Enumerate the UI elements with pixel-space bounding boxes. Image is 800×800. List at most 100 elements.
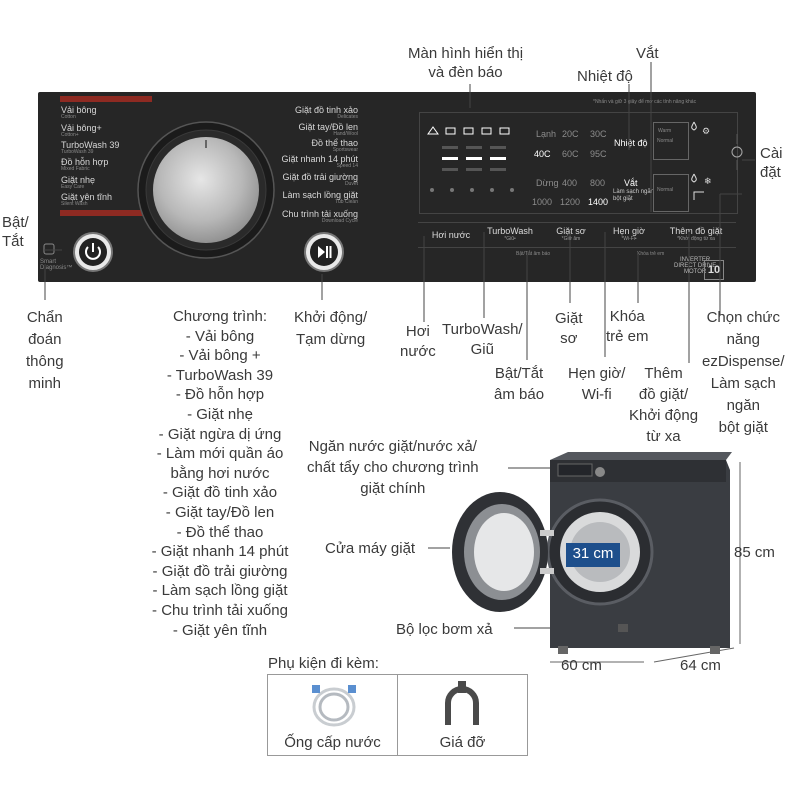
dim-depth: 64 cm [680,657,721,674]
temp-value: 30C [590,129,607,139]
list-item: - Vải bông + [179,347,261,365]
spin-value: 400 [562,178,578,188]
spin-label: Vắt [624,178,638,188]
list-item: - Giặt yên tĩnh [172,621,268,639]
turbowash-button[interactable]: TurboWash*Giũ• [487,226,533,242]
list-item: - Chu trình tải xuống [152,601,288,619]
list-item: - Làm sạch lồng giặt [152,582,288,600]
temp-value-selected: 40C [534,149,551,159]
steam-button[interactable]: Hơi nước [431,230,471,240]
callout-temperature: Nhiệt độ [577,68,633,85]
accessories-title: Phụ kiện đi kèm: [268,655,379,672]
svg-text:⚙: ⚙ [702,127,710,137]
callout-spin-top: Vắt [636,45,659,62]
program-list-title: Chương trình: [172,308,268,325]
spin-value: 800 [590,178,606,188]
dispenser-icons: ⚙ ❄ [691,121,712,200]
list-item: - TurboWash 39 [166,366,274,384]
time-digits [442,146,506,171]
list-item: - Làm mới quần áo [156,445,284,463]
door-dimension-box [566,543,620,567]
display-note: *Nhấn và giữ 3 giây để mở các tính năng … [593,99,697,105]
normal-label: Normal [657,138,674,144]
program-red-strip [60,210,152,216]
list-item: - Vải bông [185,327,255,345]
prewash-button[interactable]: Giặt sơ*Giữ âm [556,226,586,242]
temp-value: 95C [590,149,607,159]
list-item: - Giặt nhẹ [187,405,253,423]
add-item-button[interactable]: Thêm đồ giặt*Khởi động từ xa [669,226,723,242]
child-lock-label: Khóa trẻ em [637,251,665,257]
callout-start-pause: Khởi động/Tạm dừng [294,309,368,348]
program-red-strip [60,96,152,102]
callout-power: Bật/Tắt [2,214,29,250]
list-item: - Giặt tay/Đồ len [165,503,275,521]
list-item: - Đồ hỗn hợp [175,386,265,404]
temp-value: 20C [562,129,579,139]
dim-door-opening: 31 cm [572,545,614,562]
list-item: bằng hơi nước [170,464,270,482]
list-item: - Giặt nhanh 14 phút [151,543,289,561]
list-item: - Giặt ngừa dị ứng [158,425,282,443]
power-button[interactable] [73,232,113,272]
wash-stage-icons [427,126,510,135]
temp-value: Lạnh [536,129,557,139]
spin-value: Dừng [536,178,559,188]
accessory-water-hose-label: Ống cấp nước [284,734,381,751]
dispense-indicator [653,122,689,160]
spin-value: 1000 [532,197,553,207]
power-icon [79,238,107,266]
settings-icon[interactable] [728,132,748,172]
list-item: - Giặt đồ tinh xảo [162,484,278,502]
play-pause-icon [310,238,338,266]
warm-label: Warm [658,128,672,134]
callout-door: Cửa máy giặt [325,540,416,557]
normal-label: Normal [657,187,674,193]
smart-diagnosis-icon[interactable] [42,242,56,256]
program-dial[interactable] [136,120,276,260]
spin-value: 1200 [560,197,581,207]
accessories-box: Ống cấp nước Giá đỡ [267,674,528,756]
list-item: - Giặt đồ trải giường [152,562,288,580]
dim-height: 85 cm [734,544,775,561]
svg-text:❄: ❄ [704,177,712,187]
warranty-badge: 10 [704,260,724,280]
program-list: Chương trình: - Vải bông - Vải bông + - … [110,307,330,640]
start-pause-button[interactable] [304,232,344,272]
list-item: - Đồ thể thao [176,523,264,541]
spin-value-selected: 1400 [588,197,609,207]
option-button-bar [418,222,736,248]
accessory-bracket-label: Giá đỡ [439,734,486,751]
dispense-indicator [653,174,689,212]
temp-value: 60C [562,149,579,159]
temperature-label: Nhiệt độ [614,138,648,148]
callout-detergent-drawer: Ngăn nước giặt/nước xả/chất tẩy cho chươ… [307,438,479,497]
callout-turbowash: TurboWash/Giũ [442,321,523,358]
sound-toggle-label: Bật/Tắt âm báo [516,251,551,257]
hose-bracket-icon [445,681,479,725]
delay-timer-button[interactable]: Hẹn giờ*Wi-Fi• [613,226,645,242]
